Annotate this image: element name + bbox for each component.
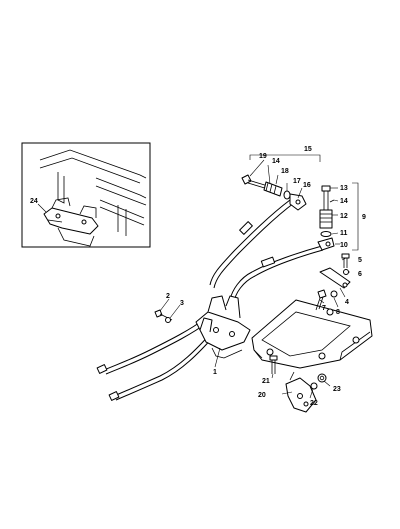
washer-8 xyxy=(330,290,338,298)
callout-14b: 14 xyxy=(340,198,348,205)
bolt-21 xyxy=(269,355,278,374)
callout-1: 1 xyxy=(213,369,217,376)
callout-15: 15 xyxy=(304,146,312,153)
callout-13: 13 xyxy=(340,185,348,192)
bracket-1 xyxy=(195,295,251,359)
callout-8: 8 xyxy=(336,309,340,316)
callout-7: 7 xyxy=(322,305,326,312)
nut-6 xyxy=(343,269,349,275)
callout-9: 9 xyxy=(362,214,366,221)
leader-lines xyxy=(159,159,350,399)
callout-20: 20 xyxy=(258,392,266,399)
callout-12: 12 xyxy=(340,213,348,220)
callout-19: 19 xyxy=(259,153,267,160)
control-cables xyxy=(96,199,324,401)
bolt-5 xyxy=(341,253,350,268)
callout-24: 24 xyxy=(30,198,38,205)
callout-6: 6 xyxy=(358,271,362,278)
callout-3: 3 xyxy=(180,300,184,307)
callout-4: 4 xyxy=(345,299,349,306)
bolt-7 xyxy=(315,289,327,311)
lever-4 xyxy=(319,267,351,289)
callout-5: 5 xyxy=(358,257,362,264)
plate-20 xyxy=(285,371,317,413)
inset-detail: 24 xyxy=(21,142,151,248)
callout-10: 10 xyxy=(340,242,348,249)
washer-3 xyxy=(165,317,171,323)
callout-11: 11 xyxy=(340,230,348,237)
callout-16: 16 xyxy=(303,182,311,189)
linkage-9 xyxy=(317,185,335,251)
callout-22: 22 xyxy=(310,400,318,407)
callout-21: 21 xyxy=(262,378,270,385)
washer-22 xyxy=(310,382,318,390)
mounting-frame xyxy=(251,299,373,369)
callout-2: 2 xyxy=(166,293,170,300)
callout-17: 17 xyxy=(293,178,301,185)
callout-18: 18 xyxy=(281,168,289,175)
linkage-15 xyxy=(241,174,307,211)
callout-23: 23 xyxy=(333,386,341,393)
callout-labels: 1 2 3 4 5 6 7 8 9 10 11 12 13 14 15 16 1… xyxy=(166,146,366,407)
callout-14a: 14 xyxy=(272,158,280,165)
nut-23 xyxy=(317,373,327,383)
inset-bracket xyxy=(43,197,99,247)
